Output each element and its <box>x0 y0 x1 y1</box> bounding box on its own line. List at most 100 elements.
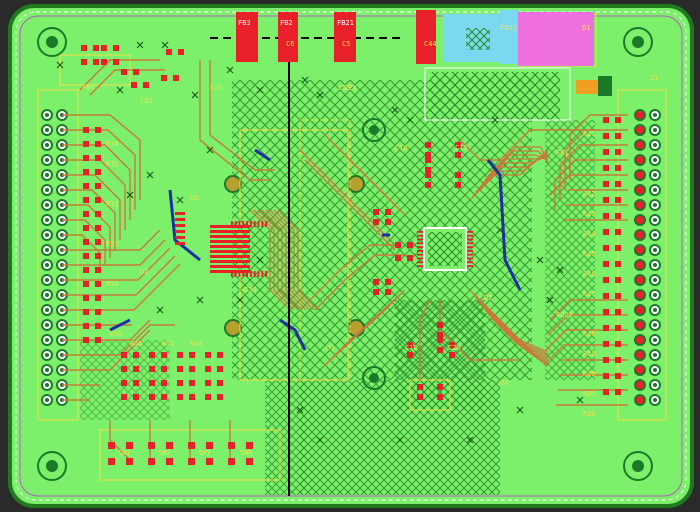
header-pin[interactable] <box>634 199 646 211</box>
right-header-connector[interactable] <box>634 109 661 406</box>
header-pin[interactable] <box>41 394 53 406</box>
header-pin[interactable] <box>649 244 661 256</box>
smd-component[interactable] <box>121 352 139 358</box>
header-pin[interactable] <box>634 259 646 271</box>
header-pin[interactable] <box>649 334 661 346</box>
smd-component[interactable] <box>603 165 621 171</box>
header-pin[interactable] <box>634 169 646 181</box>
smd-component[interactable] <box>205 380 223 386</box>
smd-component[interactable] <box>425 142 431 158</box>
header-pin[interactable] <box>41 364 53 376</box>
smd-component[interactable] <box>603 181 621 187</box>
header-pin[interactable] <box>634 394 646 406</box>
header-pin[interactable] <box>634 229 646 241</box>
smd-component[interactable] <box>373 289 391 295</box>
smd-component[interactable] <box>83 225 101 231</box>
header-pin[interactable] <box>41 259 53 271</box>
smd-component[interactable] <box>101 59 119 65</box>
header-pin[interactable] <box>41 274 53 286</box>
header-pin[interactable] <box>634 379 646 391</box>
smd-component[interactable] <box>603 293 621 299</box>
header-pin[interactable] <box>649 304 661 316</box>
smd-component[interactable] <box>425 157 431 173</box>
smd-component[interactable] <box>121 394 139 400</box>
smd-component[interactable] <box>603 245 621 251</box>
smd-component[interactable] <box>455 142 461 158</box>
smd-component[interactable] <box>161 75 179 81</box>
header-pin[interactable] <box>634 274 646 286</box>
smd-component[interactable] <box>373 219 391 225</box>
main-mcu-chip[interactable] <box>423 227 467 271</box>
smd-component[interactable] <box>395 242 413 248</box>
header-pin[interactable] <box>634 109 646 121</box>
smd-component[interactable] <box>83 281 101 287</box>
smd-component[interactable] <box>149 352 167 358</box>
smd-component[interactable] <box>603 325 621 331</box>
smd-component[interactable] <box>83 141 101 147</box>
header-pin[interactable] <box>41 109 53 121</box>
smd-component[interactable] <box>603 117 621 123</box>
smd-component[interactable] <box>101 45 119 51</box>
smd-pads[interactable] <box>81 45 621 465</box>
smd-component[interactable] <box>449 342 455 358</box>
header-pin[interactable] <box>649 184 661 196</box>
switch-component[interactable] <box>148 442 173 465</box>
smd-component[interactable] <box>205 352 223 358</box>
smd-component[interactable] <box>437 384 443 400</box>
smd-component[interactable] <box>603 213 621 219</box>
smd-component[interactable] <box>373 209 391 215</box>
header-pin[interactable] <box>649 169 661 181</box>
smd-component[interactable] <box>603 341 621 347</box>
header-pin[interactable] <box>649 379 661 391</box>
smd-component[interactable] <box>603 309 621 315</box>
smd-component[interactable] <box>83 295 101 301</box>
smd-component[interactable] <box>121 366 139 372</box>
header-pin[interactable] <box>634 289 646 301</box>
switch-component[interactable] <box>188 442 213 465</box>
header-pin[interactable] <box>41 139 53 151</box>
header-pin[interactable] <box>649 139 661 151</box>
smd-component[interactable] <box>603 277 621 283</box>
smd-component[interactable] <box>166 49 184 55</box>
header-pin[interactable] <box>634 349 646 361</box>
smd-component[interactable] <box>83 239 101 245</box>
smd-component[interactable] <box>603 149 621 155</box>
header-pin[interactable] <box>649 394 661 406</box>
header-pin[interactable] <box>649 349 661 361</box>
header-pin[interactable] <box>634 184 646 196</box>
smd-component[interactable] <box>205 366 223 372</box>
switch-component[interactable] <box>228 442 253 465</box>
smd-component[interactable] <box>205 394 223 400</box>
smd-component[interactable] <box>83 323 101 329</box>
header-pin[interactable] <box>41 304 53 316</box>
header-pin[interactable] <box>41 244 53 256</box>
smd-component[interactable] <box>121 69 139 75</box>
smd-component[interactable] <box>83 169 101 175</box>
smd-component[interactable] <box>373 279 391 285</box>
smd-component[interactable] <box>603 389 621 395</box>
smd-component[interactable] <box>425 172 431 188</box>
smd-component[interactable] <box>417 384 423 400</box>
header-pin[interactable] <box>634 364 646 376</box>
header-pin[interactable] <box>649 319 661 331</box>
smd-component[interactable] <box>603 261 621 267</box>
header-pin[interactable] <box>41 334 53 346</box>
header-pin[interactable] <box>634 319 646 331</box>
smd-component[interactable] <box>81 59 99 65</box>
header-pin[interactable] <box>649 154 661 166</box>
smd-component[interactable] <box>177 352 195 358</box>
smd-component[interactable] <box>437 322 443 338</box>
header-pin[interactable] <box>634 214 646 226</box>
header-pin[interactable] <box>634 124 646 136</box>
smd-component[interactable] <box>395 255 413 261</box>
header-pin[interactable] <box>649 214 661 226</box>
header-pin[interactable] <box>41 214 53 226</box>
header-pin[interactable] <box>41 379 53 391</box>
header-pin[interactable] <box>649 199 661 211</box>
smd-component[interactable] <box>83 253 101 259</box>
header-pin[interactable] <box>41 319 53 331</box>
smd-component[interactable] <box>455 172 461 188</box>
smd-component[interactable] <box>177 394 195 400</box>
smd-component[interactable] <box>83 155 101 161</box>
smd-component[interactable] <box>149 366 167 372</box>
